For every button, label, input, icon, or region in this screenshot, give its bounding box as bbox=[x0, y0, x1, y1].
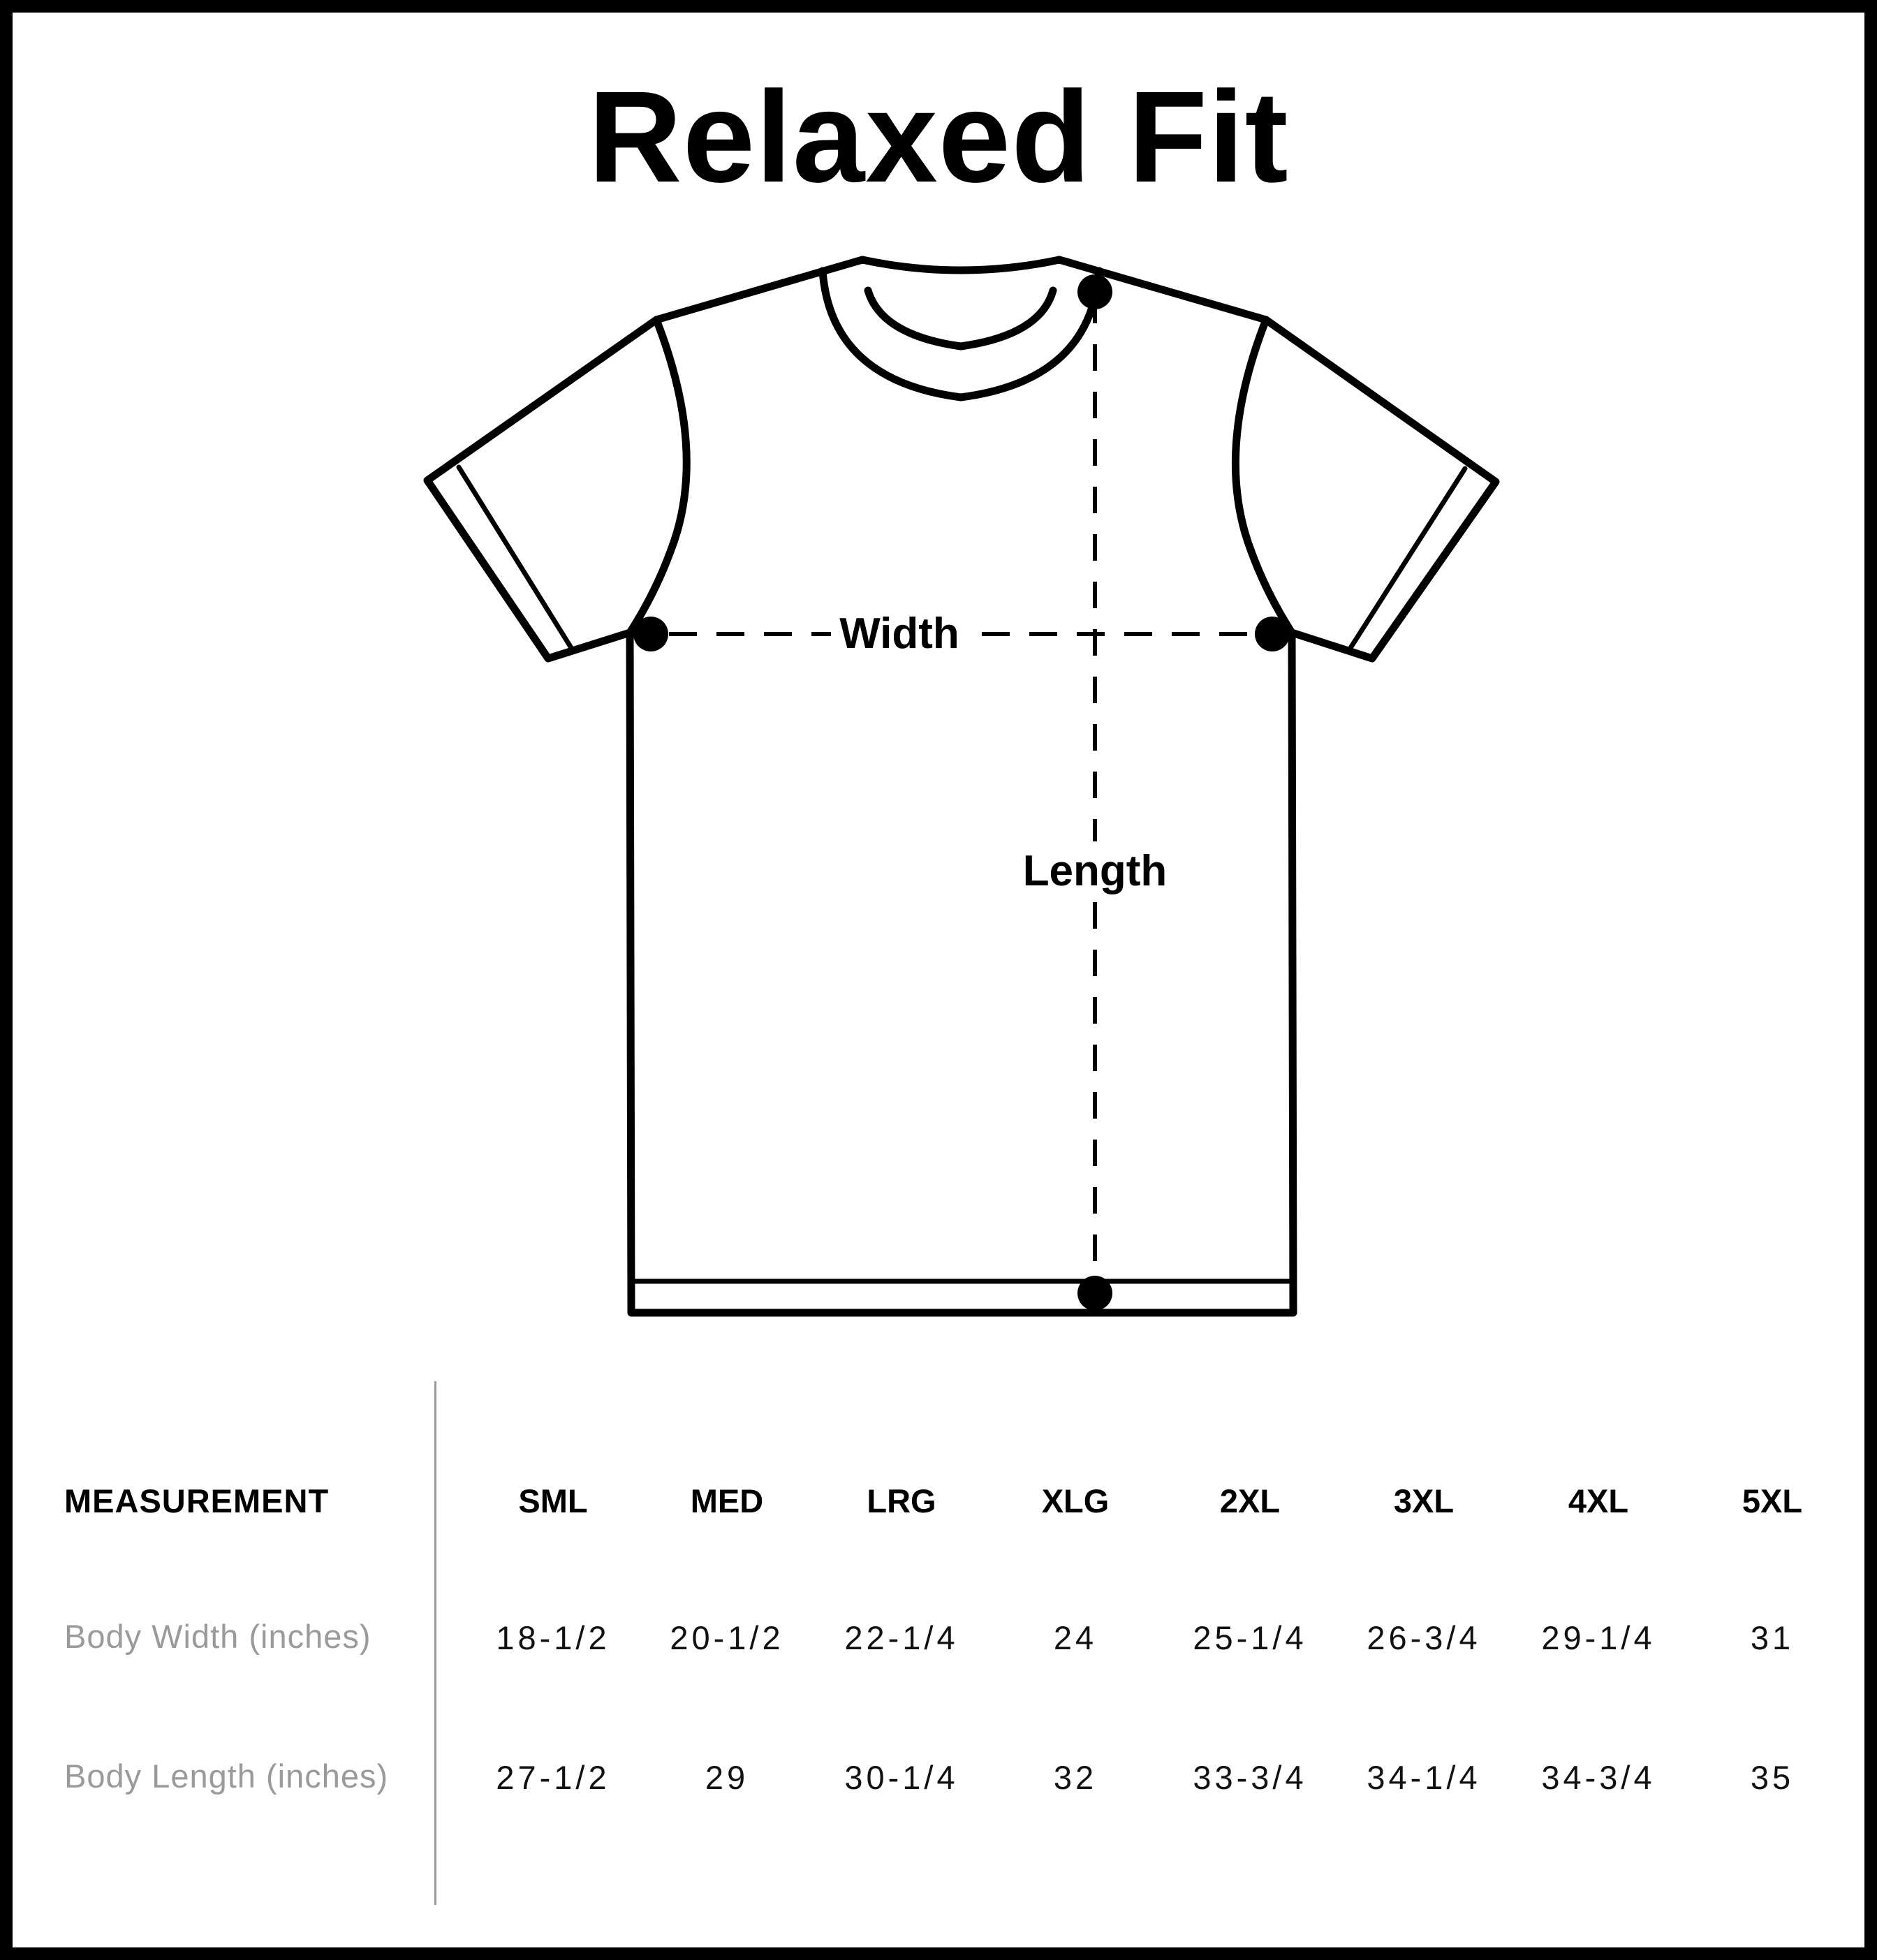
table-cell: 30-1/4 bbox=[844, 1759, 959, 1796]
table-cell: 34-1/4 bbox=[1367, 1759, 1481, 1796]
tshirt-body-outline bbox=[423, 256, 1500, 1317]
length-point-top bbox=[1077, 274, 1112, 309]
width-point-right bbox=[1255, 617, 1290, 651]
right-sleeve-hem bbox=[1346, 466, 1468, 653]
table-cell: 27-1/2 bbox=[496, 1759, 610, 1796]
collar-outer bbox=[818, 267, 1103, 401]
table-cell: 34-3/4 bbox=[1541, 1759, 1656, 1796]
left-armhole-seam bbox=[626, 316, 691, 637]
table-cell: 25-1/4 bbox=[1193, 1619, 1307, 1656]
size-header-xlg: XLG bbox=[1041, 1482, 1110, 1519]
table-cell: 29-1/4 bbox=[1541, 1619, 1656, 1656]
size-header-5xl: 5XL bbox=[1742, 1482, 1803, 1519]
length-label: Length bbox=[1023, 847, 1168, 895]
row-label-body-length: Body Length (inches) bbox=[64, 1758, 389, 1795]
collar-inner bbox=[864, 286, 1057, 351]
size-header-2xl: 2XL bbox=[1219, 1482, 1281, 1519]
width-point-left bbox=[633, 617, 668, 651]
table-cell: 26-3/4 bbox=[1367, 1619, 1481, 1656]
chart-frame bbox=[13, 13, 1864, 1947]
table-cell: 33-3/4 bbox=[1193, 1759, 1307, 1796]
table-cell: 35 bbox=[1750, 1759, 1795, 1796]
page-title: Relaxed Fit bbox=[588, 65, 1289, 209]
table-cell: 32 bbox=[1053, 1759, 1098, 1796]
table-cell: 24 bbox=[1053, 1619, 1098, 1656]
size-header-lrg: LRG bbox=[867, 1482, 936, 1519]
row-label-body-width: Body Width (inches) bbox=[64, 1618, 371, 1655]
table-cell: 18-1/2 bbox=[496, 1619, 610, 1656]
table-cell: 31 bbox=[1750, 1619, 1795, 1656]
table-cell: 20-1/2 bbox=[670, 1619, 784, 1656]
table-divider bbox=[434, 1381, 436, 1905]
size-header-med: MED bbox=[690, 1482, 764, 1519]
length-point-bottom bbox=[1077, 1276, 1112, 1311]
width-label: Width bbox=[839, 610, 959, 658]
measurement-header: MEASUREMENT bbox=[64, 1482, 330, 1519]
right-armhole-seam bbox=[1231, 316, 1296, 637]
left-sleeve-hem bbox=[456, 464, 575, 653]
size-header-4xl: 4XL bbox=[1568, 1482, 1629, 1519]
tshirt-outline bbox=[423, 256, 1500, 1317]
table-cell: 22-1/4 bbox=[844, 1619, 959, 1656]
size-header-3xl: 3XL bbox=[1393, 1482, 1455, 1519]
table-cell: 29 bbox=[705, 1759, 749, 1796]
size-header-sml: SML bbox=[518, 1482, 588, 1519]
